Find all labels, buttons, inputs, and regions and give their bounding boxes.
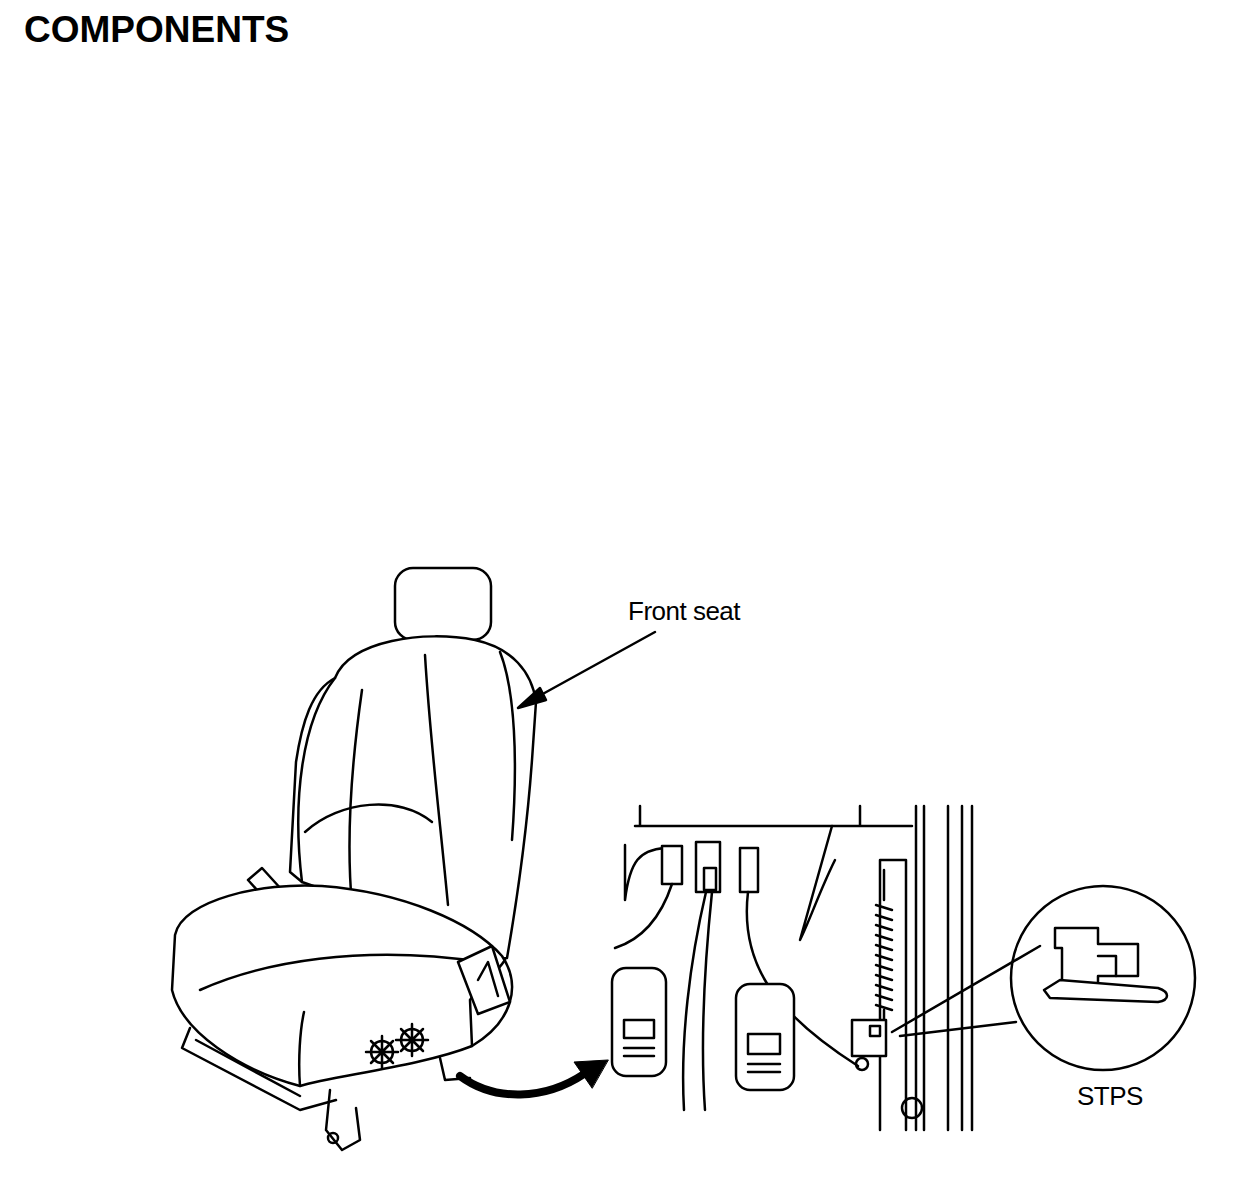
front-seat-drawing-part <box>458 946 510 1014</box>
floor-detail-drawing-part <box>635 806 912 826</box>
front-seat-drawing-part <box>200 955 482 990</box>
part-label: Front seat <box>626 597 742 626</box>
floor-detail-drawing-part <box>1011 886 1195 1070</box>
floor-detail-drawing-part <box>748 1034 780 1054</box>
front-seat-drawing-part <box>328 1133 338 1143</box>
floor-detail-drawing-part <box>1055 928 1138 988</box>
front-seat-drawing-part <box>196 1040 300 1096</box>
floor-detail-drawing-part <box>624 1020 654 1038</box>
floor-detail-drawing-part <box>748 1064 780 1072</box>
floor-detail-drawing-part <box>883 1010 886 1020</box>
front-seat-drawing <box>172 568 655 1150</box>
front-seat-drawing-part <box>299 1012 304 1086</box>
floor-detail-drawing-part <box>703 892 712 1110</box>
floor-detail-drawing-part <box>625 845 665 900</box>
front-seat-drawing-part <box>305 805 432 832</box>
floor-detail-drawing <box>612 806 1195 1130</box>
floor-detail-drawing-part <box>902 1098 922 1118</box>
floor-detail-drawing-part <box>870 1026 880 1036</box>
floor-detail-drawing-part <box>696 842 720 892</box>
floor-detail-drawing-part <box>1098 956 1116 976</box>
front-seat-drawing-part <box>182 1028 336 1110</box>
floor-detail-drawing-part <box>662 846 682 884</box>
floor-detail-drawing-part <box>916 806 972 1130</box>
floor-detail-drawing-part <box>892 946 1040 1036</box>
front-seat-drawing-part <box>366 1036 398 1068</box>
floor-detail-drawing-part <box>615 884 672 948</box>
front-seat-drawing-part <box>425 655 448 905</box>
floor-detail-drawing-part <box>1044 980 1167 1002</box>
floor-detail-drawing-part <box>704 868 716 890</box>
front-seat-drawing-part <box>574 1060 608 1088</box>
floor-detail-drawing-part <box>740 848 758 892</box>
floor-detail-drawing-part <box>624 1048 654 1056</box>
front-seat-drawing-part <box>500 652 515 840</box>
front-seat-drawing-part <box>460 1074 584 1095</box>
floor-detail-drawing-part <box>612 968 666 1076</box>
front-seat-drawing-part <box>530 632 655 701</box>
part-label: STPS <box>1075 1082 1145 1111</box>
floor-detail-drawing-part <box>883 870 886 900</box>
floor-detail-drawing-part <box>736 984 794 1090</box>
front-seat-drawing-part <box>518 688 546 708</box>
floor-detail-drawing-part <box>800 826 835 940</box>
front-seat-drawing-part <box>326 1090 360 1150</box>
front-seat-drawing-part <box>478 962 498 996</box>
front-seat-drawing-part <box>290 678 335 882</box>
front-seat-drawing-part <box>395 568 491 640</box>
floor-detail-drawing-part <box>852 1020 886 1056</box>
front-seat-drawing-part <box>396 1024 428 1056</box>
floor-detail-drawing-part <box>876 905 892 1010</box>
floor-detail-drawing-part <box>856 1058 868 1070</box>
page-title: COMPONENTS <box>22 10 291 51</box>
floor-detail-drawing-part <box>880 860 906 1130</box>
front-seat-drawing-part <box>350 690 362 905</box>
